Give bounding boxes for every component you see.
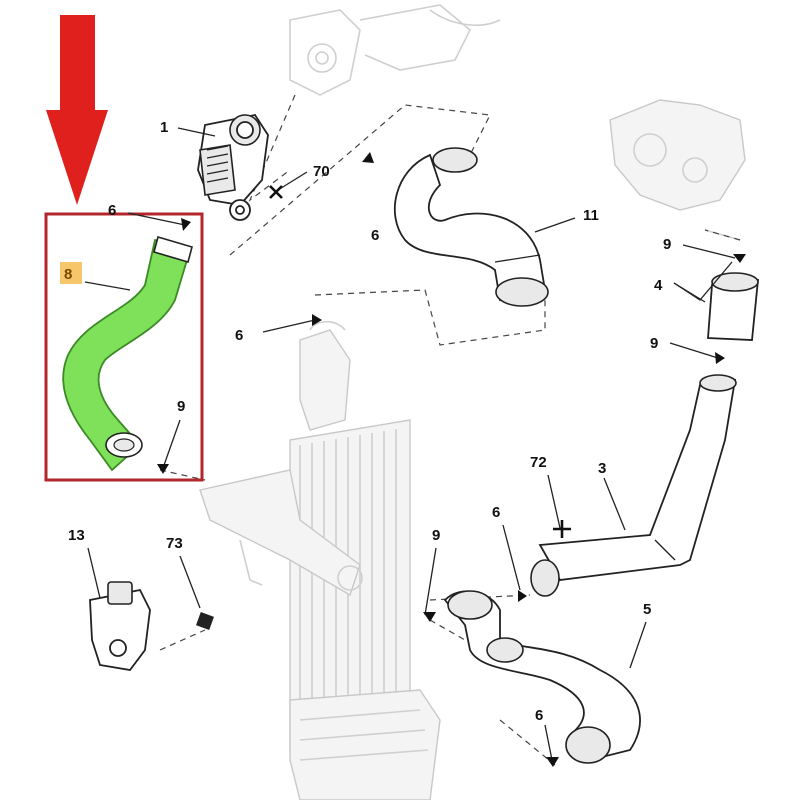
callout-5: 5 [643, 601, 651, 618]
callout-6-bottom: 6 [535, 707, 543, 724]
callout-9-mid: 9 [432, 527, 440, 544]
leader-lines [84, 127, 736, 761]
label-8-highlight [60, 262, 82, 284]
callout-9-right-bottom: 9 [650, 335, 658, 352]
callout-6-top: 6 [108, 202, 116, 219]
throttle-body-part-1 [197, 113, 269, 221]
highlight-box [44, 212, 204, 482]
callout-8: 8 [64, 266, 72, 283]
cross-marker-72 [553, 520, 571, 538]
callout-73: 73 [166, 535, 183, 552]
hose-part-8-highlighted [62, 236, 193, 472]
pointer-triangles [157, 152, 746, 767]
callout-72: 72 [530, 454, 547, 471]
nut-part-73 [196, 612, 214, 630]
callout-labels: 1 70 6 8 6 11 9 4 9 6 9 72 3 6 9 13 73 5… [64, 119, 671, 724]
callout-6-mid: 6 [235, 327, 243, 344]
callout-4: 4 [654, 277, 663, 294]
hose-part-11 [393, 147, 549, 307]
valve-part-13 [89, 581, 151, 671]
callout-6-dash: 6 [371, 227, 379, 244]
callout-3: 3 [598, 460, 606, 477]
pipe-part-3 [530, 374, 737, 597]
callout-9-left: 9 [177, 398, 185, 415]
background-engine-outline [199, 4, 746, 800]
callout-9-right-top: 9 [663, 236, 671, 253]
callout-13: 13 [68, 527, 85, 544]
callout-6-low: 6 [492, 504, 500, 521]
pointer-arrow-icon [46, 15, 108, 205]
hose-part-5 [443, 590, 641, 764]
callout-1: 1 [160, 119, 168, 136]
callout-11: 11 [583, 207, 599, 224]
cross-marker-70 [269, 185, 283, 199]
callout-70: 70 [313, 163, 330, 180]
sleeve-part-4 [707, 272, 760, 341]
